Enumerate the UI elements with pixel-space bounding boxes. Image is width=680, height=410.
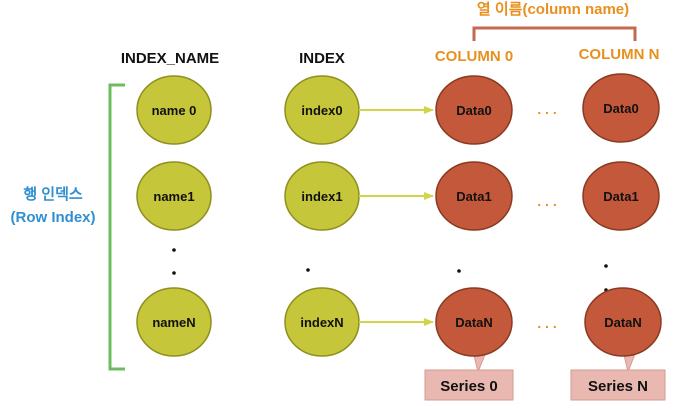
row-ellipsis-dot bbox=[604, 264, 608, 268]
header-index-name: INDEX_NAME bbox=[121, 50, 219, 67]
column-ellipsis: . . . bbox=[537, 315, 556, 331]
row-1: name1 index1 Data1 . . . Data1 bbox=[136, 161, 660, 231]
row-ellipsis-dot bbox=[457, 269, 461, 273]
header-column-last: COLUMN N bbox=[579, 46, 660, 63]
row-bracket bbox=[108, 83, 125, 371]
name-label: name 0 bbox=[152, 103, 197, 118]
series-last-label: Series N bbox=[588, 378, 648, 395]
row-ellipsis-dot bbox=[172, 248, 176, 252]
row-axis-label-line1: 행 인덱스 bbox=[23, 185, 83, 203]
series-first-label: Series 0 bbox=[440, 378, 498, 395]
header-index: INDEX bbox=[299, 50, 345, 67]
column-axis-label: 열 이름(column name) bbox=[477, 1, 629, 18]
data-label-first: DataN bbox=[455, 315, 493, 330]
name-label: name1 bbox=[153, 189, 194, 204]
header-column-first: COLUMN 0 bbox=[435, 48, 513, 65]
data-node-first bbox=[435, 75, 513, 145]
column-ellipsis: . . . bbox=[537, 101, 556, 117]
row-ellipsis-dot bbox=[172, 271, 176, 275]
column-bracket bbox=[472, 26, 637, 41]
data-node-first bbox=[435, 161, 513, 231]
data-node-first bbox=[435, 287, 513, 357]
name-node bbox=[136, 287, 212, 357]
data-label-last: Data1 bbox=[603, 189, 638, 204]
data-node-last bbox=[582, 161, 660, 231]
data-label-last: Data0 bbox=[603, 101, 638, 116]
row-ellipsis-dot bbox=[306, 268, 310, 272]
row-n: nameN indexN DataN . . . DataN bbox=[136, 287, 662, 357]
index-label: indexN bbox=[300, 315, 343, 330]
name-node bbox=[136, 161, 212, 231]
index-label: index1 bbox=[301, 189, 342, 204]
data-node-last bbox=[584, 287, 662, 357]
name-node bbox=[136, 75, 212, 145]
row-0: name 0 index0 Data0 . . . Data0 bbox=[136, 73, 660, 145]
data-label-first: Data0 bbox=[456, 103, 491, 118]
data-node-last bbox=[582, 73, 660, 143]
row-ellipsis bbox=[172, 248, 608, 297]
data-label-first: Data1 bbox=[456, 189, 491, 204]
name-label: nameN bbox=[152, 315, 195, 330]
series-first-callout bbox=[424, 369, 514, 401]
data-label-last: DataN bbox=[604, 315, 642, 330]
row-axis-label-line2: (Row Index) bbox=[11, 209, 96, 226]
column-ellipsis: . . . bbox=[537, 193, 556, 209]
series-last-callout bbox=[570, 369, 666, 401]
index-label: index0 bbox=[301, 103, 342, 118]
